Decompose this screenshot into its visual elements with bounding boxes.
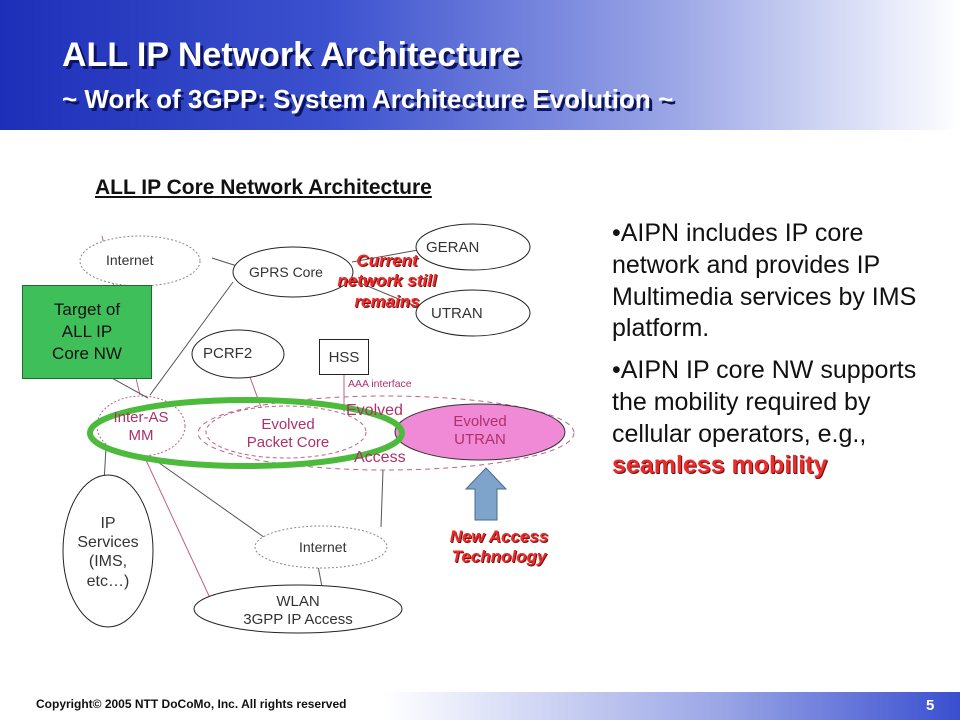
- utran-node: [415, 289, 531, 337]
- inter-as-label: Inter-AS MM: [104, 409, 178, 445]
- ip-services-line-4: etc…): [86, 572, 130, 590]
- target-callout-box: Target of ALL IP Core NW: [22, 285, 152, 379]
- ip-services-line-1: IP: [100, 515, 116, 532]
- header-banner: [0, 0, 960, 130]
- bullet-2: •AIPN IP core NW supports the mobility r…: [612, 355, 942, 482]
- utran-label: UTRAN: [431, 305, 483, 322]
- gprs-core-node: [232, 246, 354, 298]
- epc-line-1: Evolved: [261, 416, 315, 433]
- slide-subtitle: ~ Work of 3GPP: System Architecture Evol…: [62, 84, 674, 114]
- internet-top-label: Internet: [106, 252, 154, 268]
- target-line-2: ALL IP: [61, 321, 113, 341]
- footer-bar: [0, 692, 960, 720]
- ip-services-line-3: (IMS,: [88, 553, 128, 571]
- geran-node: [415, 223, 531, 271]
- bullet-list: •AIPN includes IP core network and provi…: [612, 218, 942, 492]
- evolved-packet-core-label: Evolved Packet Core: [226, 416, 350, 452]
- gprs-core-label: GPRS Core: [249, 264, 323, 280]
- bullet-2-accent: seamless mobility: [612, 451, 828, 480]
- wlan-line-1: WLAN: [276, 593, 320, 610]
- internet-bottom-label: Internet: [299, 539, 347, 555]
- evolved-access-ring: [197, 395, 575, 471]
- evolved-utran-line-2: UTRAN: [454, 431, 506, 448]
- bullet-1: •AIPN includes IP core network and provi…: [612, 219, 917, 343]
- evolved-access-line-1: Evolved: [346, 402, 403, 419]
- ip-services-line-2: Services: [77, 534, 139, 552]
- inter-as-line-2: MM: [128, 427, 154, 444]
- evolved-access-line-2: Access: [354, 449, 406, 466]
- target-line-3: Core NW: [52, 344, 122, 364]
- current-network-note: Current network still remains: [322, 251, 452, 312]
- diagram-title: ALL IP Core Network Architecture: [95, 176, 432, 199]
- epc-line-2: Packet Core: [246, 434, 330, 451]
- page-number: 5: [926, 697, 935, 714]
- copyright-text: Copyright© 2005 NTT DoCoMo, Inc. All rig…: [36, 697, 347, 711]
- wlan-line-2: 3GPP IP Access: [243, 611, 353, 628]
- target-line-1: Target of: [53, 299, 121, 319]
- evolved-utran-line-1: Evolved: [453, 413, 507, 430]
- wlan-node: [193, 584, 403, 634]
- internet-bottom-node: [254, 525, 388, 569]
- ip-services-label: IP Services (IMS, etc…): [64, 514, 152, 591]
- new-access-note: New Access Technology: [424, 527, 574, 568]
- target-pointer-line: [109, 376, 149, 399]
- wlan-label: WLAN 3GPP IP Access: [232, 593, 364, 629]
- geran-label: GERAN: [426, 239, 480, 256]
- current-note-line-1: Current: [356, 251, 418, 270]
- slide-title: ALL IP Network Architecture: [62, 36, 521, 74]
- current-note-line-3: remains: [354, 291, 420, 311]
- new-access-line-1: New Access: [449, 527, 549, 546]
- current-note-line-2: network still: [337, 271, 437, 291]
- new-access-arrow: [464, 467, 508, 521]
- pcrf2-node: [191, 329, 285, 379]
- evolved-utran-label: Evolved UTRAN: [438, 413, 522, 449]
- ip-services-node: [62, 474, 154, 628]
- aaa-interface-label: AAA interface: [348, 378, 412, 390]
- new-access-line-2: Technology: [451, 547, 547, 567]
- evolved-utran-node: [394, 403, 566, 461]
- bullet-2-text: •AIPN IP core NW supports the mobility r…: [612, 356, 917, 448]
- hss-node: HSS: [319, 339, 369, 375]
- target-highlight-ring: [87, 397, 405, 469]
- pcrf2-label: PCRF2: [203, 345, 253, 362]
- evolved-packet-core-node: [205, 405, 367, 459]
- inter-as-line-1: Inter-AS: [113, 409, 169, 426]
